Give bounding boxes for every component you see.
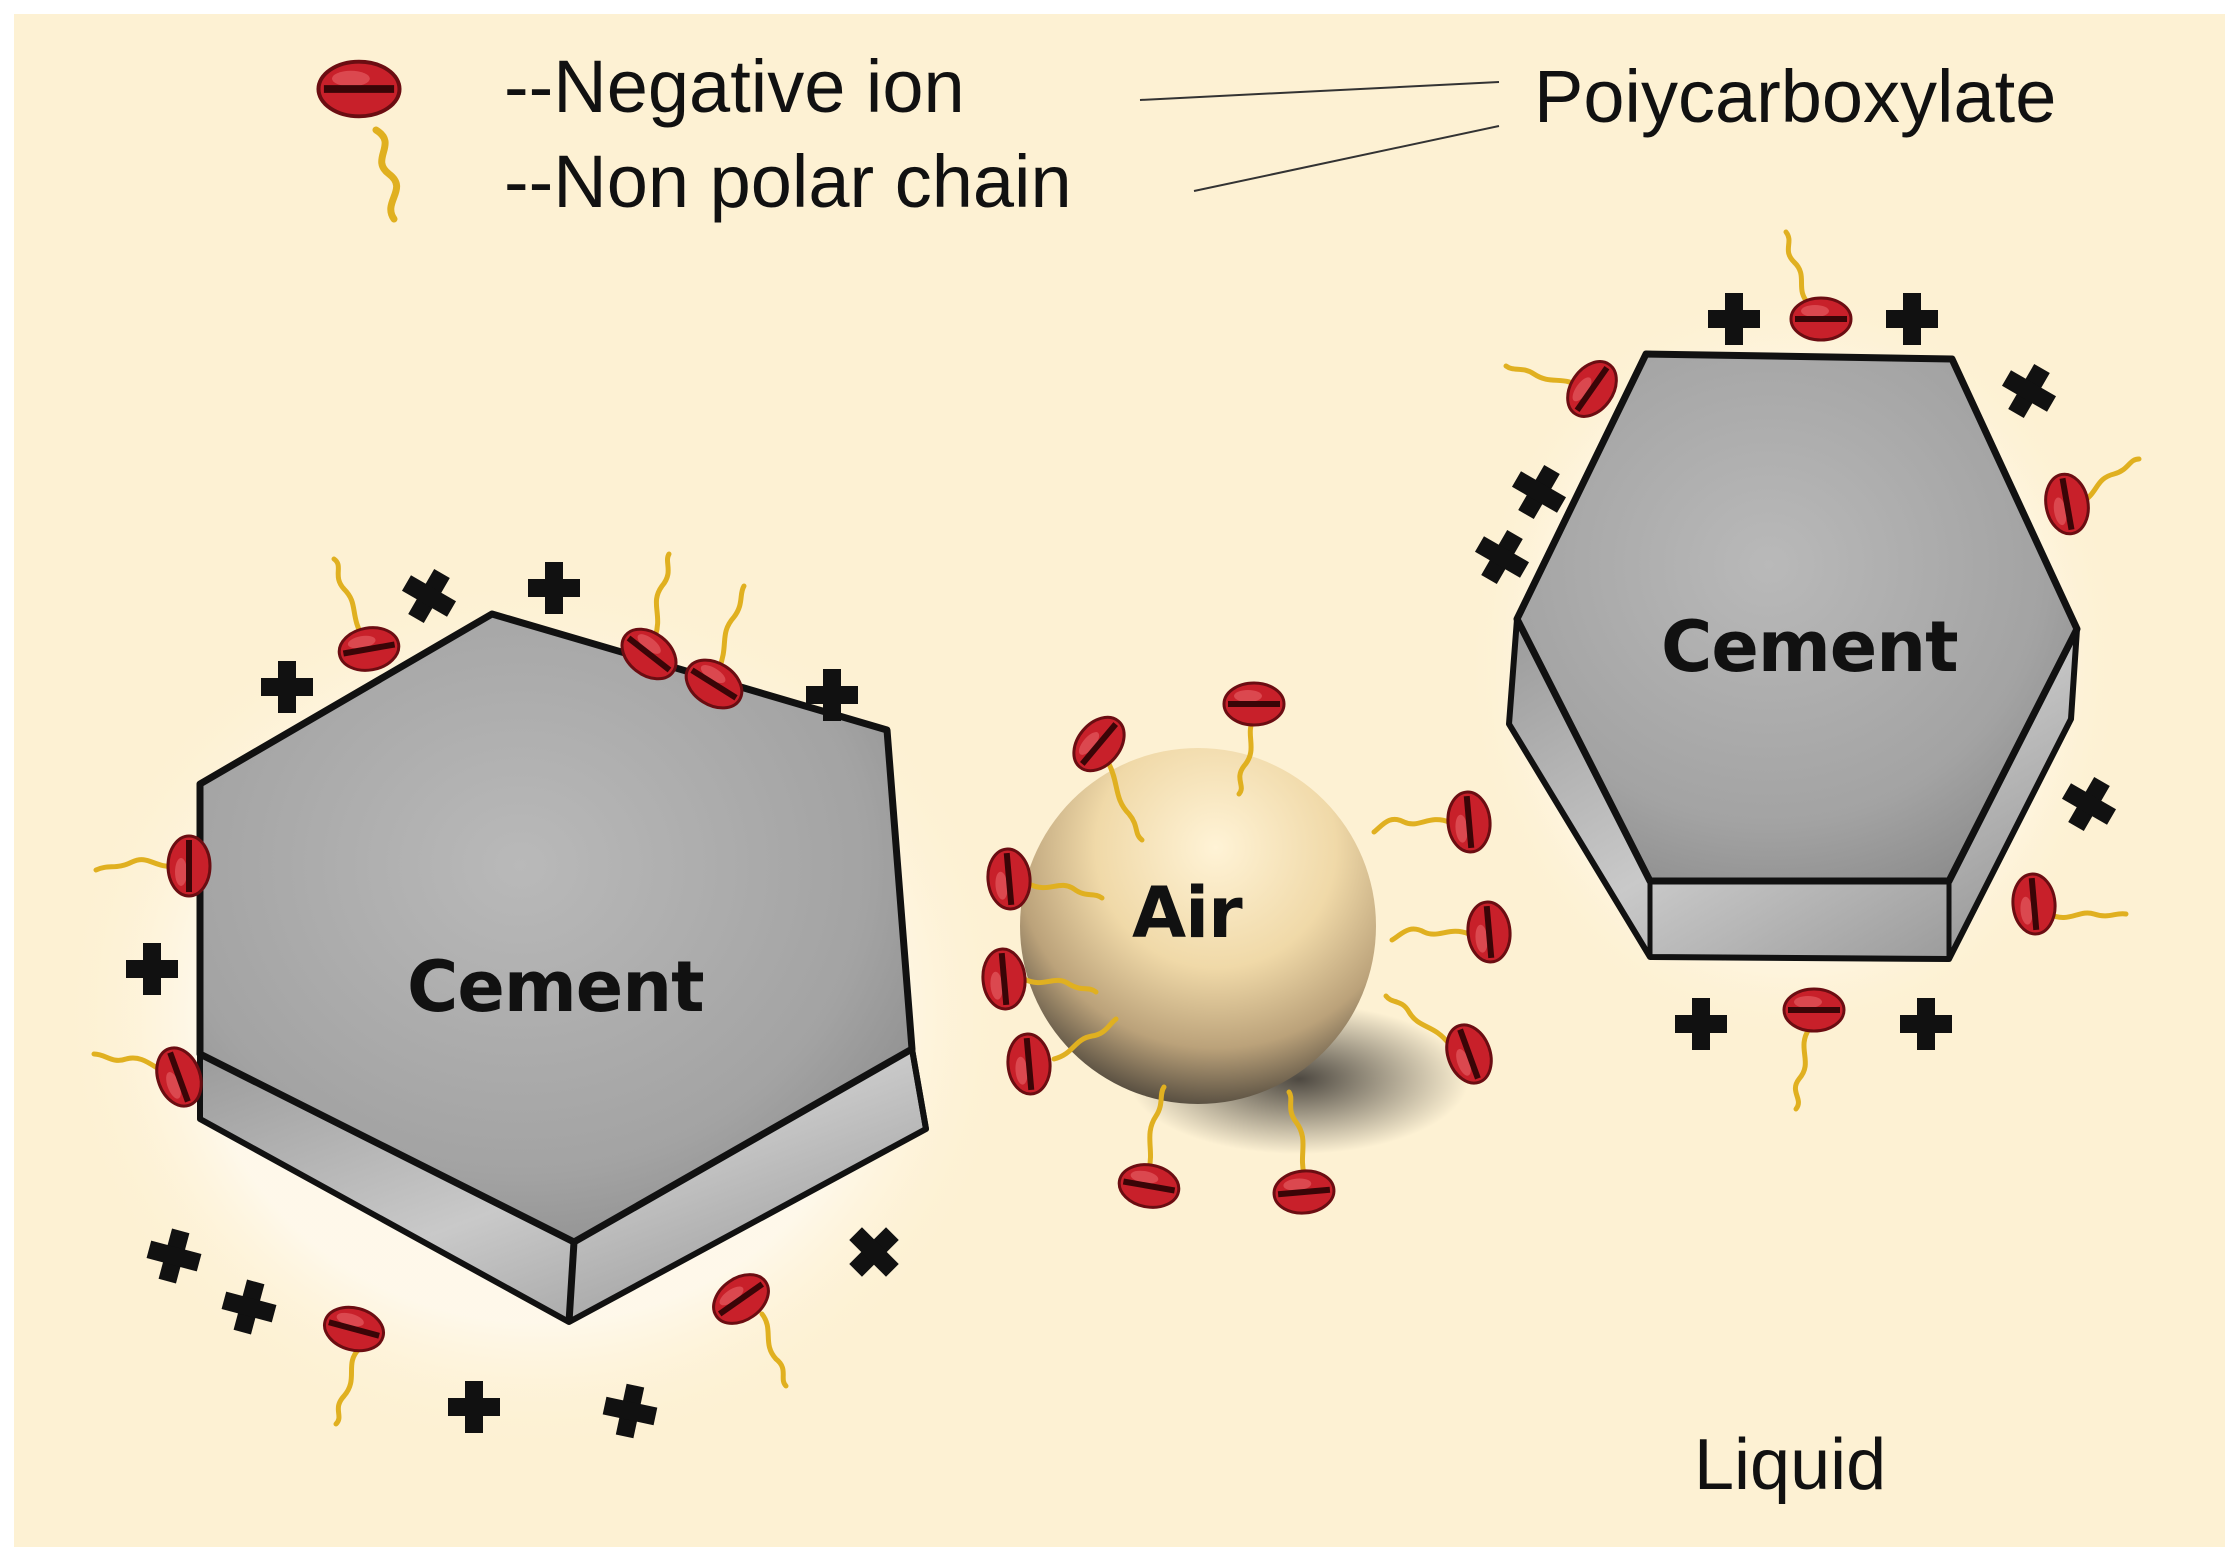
diagram-panel: --Negative ion --Non polar chain Poiycar… <box>14 14 2225 1547</box>
legend-pointer-line-1 <box>1139 81 1500 101</box>
legend-pointer-line-2 <box>1193 125 1500 192</box>
legend-negative-ion-label: --Negative ion <box>504 45 965 128</box>
air-bubble <box>1020 748 1469 1154</box>
legend-non-polar-chain-icon <box>372 126 401 223</box>
diagram-canvas <box>59 14 2142 1454</box>
legend-polymer-label: Poiycarboxylate <box>1534 55 2057 138</box>
air-label: Air <box>1132 872 1243 954</box>
right-cement-chains <box>1503 229 2142 1112</box>
legend-negative-ion-icon <box>319 62 400 117</box>
liquid-label: Liquid <box>1694 1425 1887 1505</box>
cement-left-label: Cement <box>407 946 705 1028</box>
air-bubble-chains <box>1021 716 1472 1177</box>
legend-non-polar-chain-label: --Non polar chain <box>504 140 1072 223</box>
cement-particle-right <box>1464 284 2124 1044</box>
cement-particle-left <box>59 574 1019 1454</box>
cement-right-label: Cement <box>1661 606 1959 688</box>
